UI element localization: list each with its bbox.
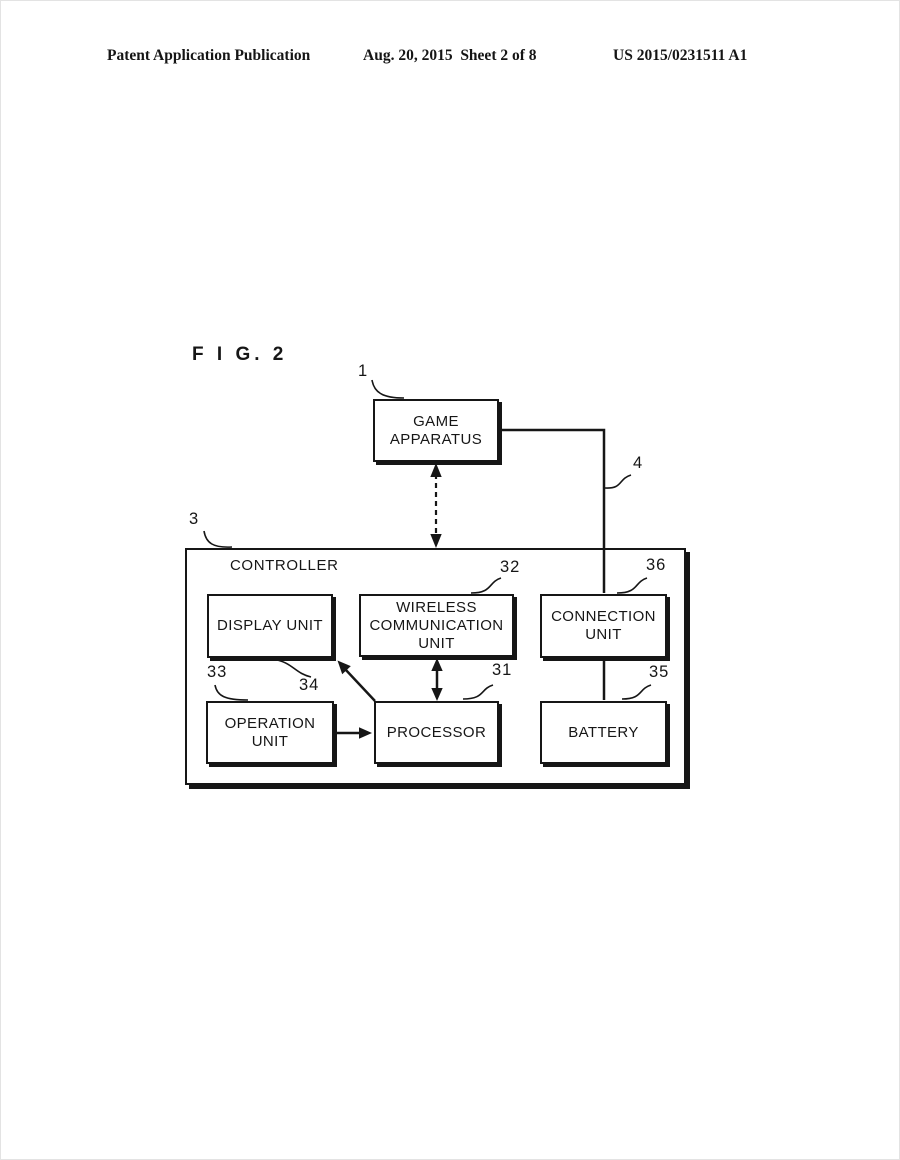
header-date-sheet: Aug. 20, 2015 Sheet 2 of 8 bbox=[363, 47, 537, 64]
leader-ref-4 bbox=[604, 474, 632, 489]
game-apparatus-box: GAME APPARATUS bbox=[373, 399, 499, 462]
controller-label: CONTROLLER bbox=[230, 557, 339, 574]
display-unit-box: DISPLAY UNIT bbox=[207, 594, 333, 658]
header-publication-label: Patent Application Publication bbox=[107, 47, 311, 64]
leader-ref-3 bbox=[203, 530, 233, 548]
ref-numeral-cable: 4 bbox=[633, 454, 644, 472]
ref-numeral-game-apparatus: 1 bbox=[358, 362, 369, 380]
header-patent-number: US 2015/0231511 A1 bbox=[613, 47, 748, 64]
operation-unit-box: OPERATION UNIT bbox=[206, 701, 334, 764]
ref-numeral-display-unit: 34 bbox=[299, 676, 320, 694]
ref-numeral-operation-unit: 33 bbox=[207, 663, 228, 681]
figure-label: F I G. 2 bbox=[192, 344, 288, 365]
wireless-link-arrowhead-up bbox=[430, 463, 442, 477]
ref-numeral-processor: 31 bbox=[492, 661, 513, 679]
ref-numeral-controller: 3 bbox=[189, 510, 200, 528]
ref-numeral-wireless-unit: 32 bbox=[500, 558, 521, 576]
wireless-communication-unit-box: WIRELESS COMMUNICATION UNIT bbox=[359, 594, 514, 657]
ref-numeral-battery: 35 bbox=[649, 663, 670, 681]
ref-numeral-connection-unit: 36 bbox=[646, 556, 667, 574]
battery-box: BATTERY bbox=[540, 701, 667, 764]
connection-unit-box: CONNECTION UNIT bbox=[540, 594, 667, 658]
leader-ref-1 bbox=[371, 379, 405, 399]
processor-box: PROCESSOR bbox=[374, 701, 499, 764]
wireless-link-arrowhead-down bbox=[430, 534, 442, 548]
